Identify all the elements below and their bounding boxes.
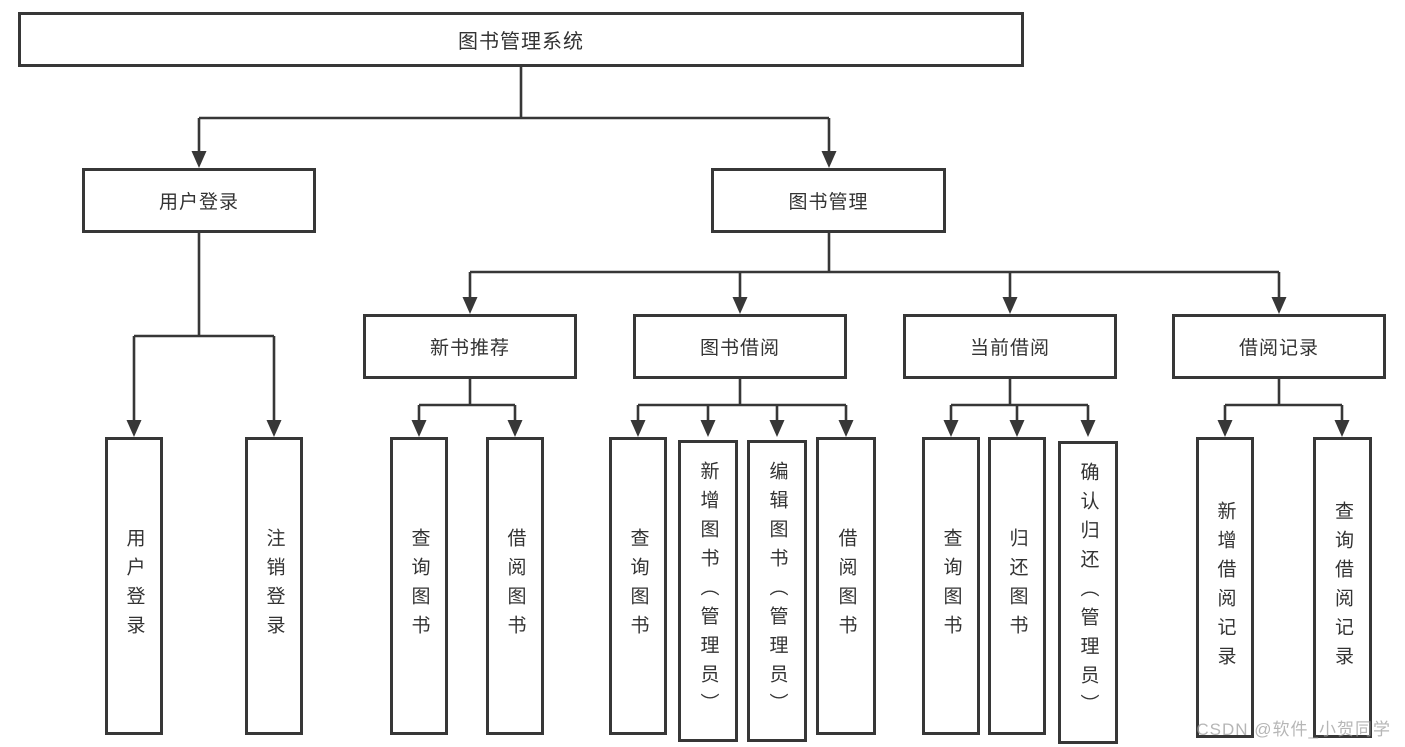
leaf-edit-books-admin: 编辑图书（管理员）	[747, 440, 807, 742]
leaf-query-borrow-record: 查询借阅记录	[1313, 437, 1372, 738]
connector-login-to-leaves	[132, 233, 276, 421]
connector-mgmt-to-modules	[468, 233, 1281, 298]
leaf-borrow-borrow-books: 借阅图书	[816, 437, 876, 735]
leaf-add-borrow-record: 新增借阅记录	[1196, 437, 1254, 738]
arrowheads	[126, 151, 1350, 437]
csdn-watermark: CSDN @软件_小贺同学	[1196, 720, 1391, 739]
connector-record-to-leaves	[1223, 379, 1344, 421]
node-user-login-branch: 用户登录	[82, 168, 316, 233]
connector-newbook-to-leaves	[417, 379, 517, 421]
leaf-current-query-books: 查询图书	[922, 437, 980, 735]
connector-current-to-leaves	[949, 379, 1090, 421]
node-current-borrow: 当前借阅	[903, 314, 1117, 379]
connector-borrow-to-leaves	[636, 379, 848, 421]
node-root-system: 图书管理系统	[18, 12, 1024, 67]
leaf-return-books: 归还图书	[988, 437, 1046, 735]
node-book-borrow: 图书借阅	[633, 314, 847, 379]
leaf-add-books-admin: 新增图书（管理员）	[678, 440, 738, 742]
leaf-borrow-query-books: 查询图书	[609, 437, 667, 735]
node-book-management-branch: 图书管理	[711, 168, 946, 233]
leaf-confirm-return-admin: 确认归还（管理员）	[1058, 441, 1118, 744]
leaf-newbook-query-books: 查询图书	[390, 437, 448, 735]
leaf-newbook-borrow-books: 借阅图书	[486, 437, 544, 735]
node-borrow-record: 借阅记录	[1172, 314, 1386, 379]
leaf-user-login: 用户登录	[105, 437, 163, 735]
leaf-logout: 注销登录	[245, 437, 303, 735]
node-new-book-recommend: 新书推荐	[363, 314, 577, 379]
connector-root-to-branches	[197, 67, 831, 152]
